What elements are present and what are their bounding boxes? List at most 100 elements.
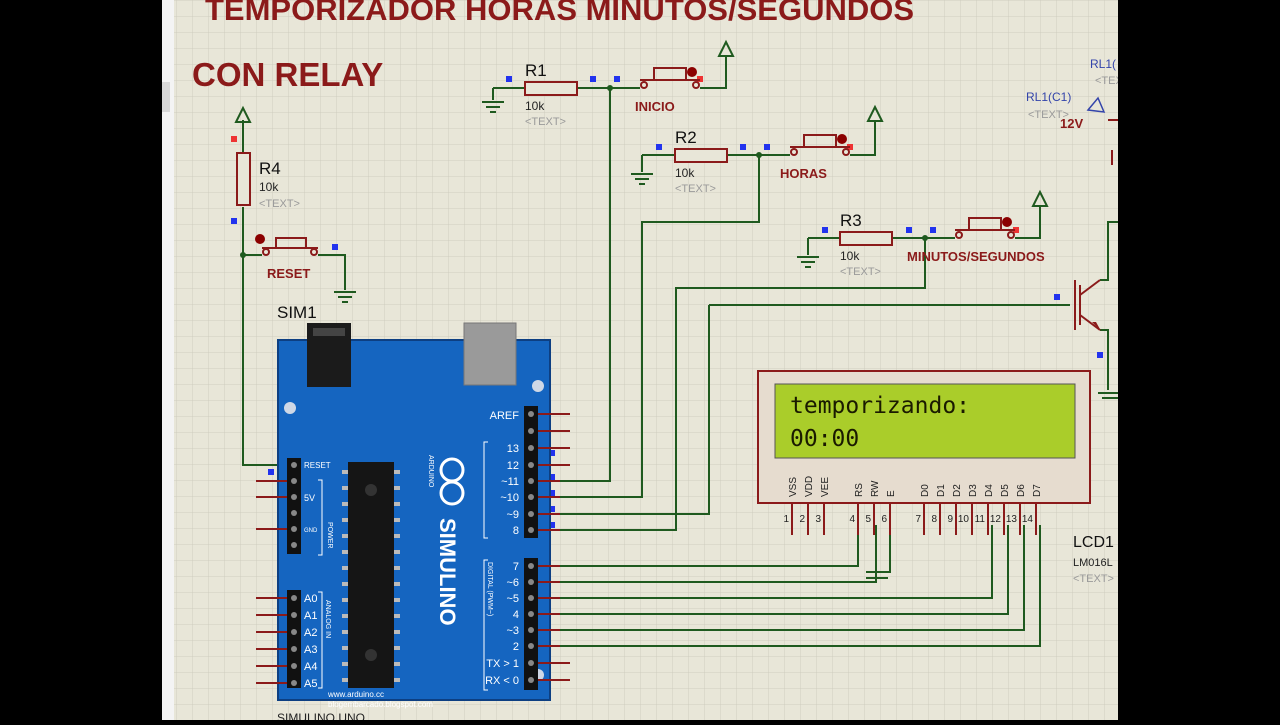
lcd-screen	[774, 383, 1076, 459]
lcd-pin-number: 3	[815, 514, 821, 525]
r3-text: <TEXT>	[840, 266, 881, 278]
lcd-pin-name: D6	[1016, 484, 1027, 497]
lcd-pin-name: D5	[1000, 484, 1011, 497]
lcd-pin-name: VSS	[788, 477, 799, 497]
arduino-board[interactable]: SIM1 SIMULINO ARDUI	[256, 303, 570, 725]
brand-text: SIMULINO	[435, 518, 460, 626]
pin-7: 7	[513, 561, 519, 573]
title-line-2: CON RELAY	[192, 56, 383, 93]
pin-11: ~11	[501, 476, 519, 488]
pin-a1: A1	[304, 610, 317, 622]
digital-header-top	[524, 406, 538, 538]
pin-5v: 5V	[304, 493, 315, 503]
lcd-pin-number: 7	[915, 514, 921, 525]
power-label: POWER	[326, 522, 333, 548]
mounting-hole	[532, 380, 544, 392]
r4-value: 10k	[259, 180, 279, 194]
pin-a2: A2	[304, 627, 317, 639]
digital-label: DIGITAL (PWM~)	[486, 562, 493, 616]
lcd-name: LCD1	[1073, 534, 1114, 551]
r3-name: R3	[840, 211, 862, 230]
pin-13: 13	[507, 443, 519, 455]
lcd-pin-number: 11	[975, 514, 986, 525]
digital-header-bottom	[524, 558, 538, 690]
pin-reset: RESET	[304, 461, 331, 470]
analog-header	[287, 590, 301, 688]
lcd-pin-number: 1	[783, 514, 789, 525]
lcd-pin-number: 12	[990, 514, 1002, 525]
lcd-pin-name: D4	[984, 484, 995, 497]
relay-label: RL1(C1)	[1026, 90, 1071, 104]
relay-voltage: 12V	[1060, 116, 1083, 131]
lcd-pin-number: 2	[799, 514, 805, 525]
lcd-model: LM016L	[1073, 557, 1113, 569]
pin-gnd: GND	[304, 528, 318, 534]
lcd-pin-name: D1	[936, 484, 947, 497]
r1-name: R1	[525, 61, 547, 80]
lcd-pin-name: VDD	[804, 476, 815, 497]
lcd-pin-name: E	[886, 490, 897, 497]
pin-12: 12	[507, 460, 519, 472]
pin-a5: A5	[304, 678, 317, 690]
pin-2: 2	[513, 641, 519, 653]
lcd-pin-name: D7	[1032, 484, 1043, 497]
relay-text: <TEXT>	[1028, 109, 1069, 121]
pin-9: ~9	[506, 509, 519, 521]
pin-rx: RX < 0	[485, 675, 519, 687]
title-line-1: TEMPORIZADOR HORAS MINUTOS/SEGUNDOS	[205, 0, 914, 27]
minutos-label: MINUTOS/SEGUNDOS	[907, 249, 1045, 264]
pin-a4: A4	[304, 661, 317, 673]
r1-value: 10k	[525, 99, 545, 113]
r2-name: R2	[675, 128, 697, 147]
lcd-pin-number: 4	[849, 514, 855, 525]
arduino-small-text: ARDUINO	[427, 455, 434, 488]
resistor-r4[interactable]: R4 10k <TEXT>	[236, 152, 300, 210]
lcd-pin-name: RW	[870, 480, 881, 497]
pin-10: ~10	[500, 492, 519, 504]
lcd-pin-number: 8	[931, 514, 937, 525]
r2-value: 10k	[675, 166, 695, 180]
pin-5: ~5	[506, 593, 519, 605]
usb-connector	[463, 322, 517, 386]
lcd-text: <TEXT>	[1073, 573, 1114, 585]
lcd-pin-number: 5	[865, 514, 871, 525]
lcd-pin-name: VEE	[820, 477, 831, 497]
inicio-label: INICIO	[635, 99, 675, 114]
pin-aref: AREF	[490, 410, 520, 422]
button-horas[interactable]: HORAS	[780, 134, 850, 181]
resistor-r3[interactable]: R3 10k <TEXT>	[839, 211, 893, 278]
button-minutos-segundos[interactable]: MINUTOS/SEGUNDOS	[907, 217, 1045, 264]
lcd-pin-number: 13	[1006, 514, 1018, 525]
wires	[242, 55, 1118, 647]
button-reset[interactable]: RESET	[255, 234, 318, 281]
pin-4: 4	[513, 609, 519, 621]
arduino-name: SIM1	[277, 303, 317, 322]
power-header	[287, 458, 301, 554]
r3-value: 10k	[840, 249, 860, 263]
button-inicio[interactable]: INICIO	[635, 67, 700, 114]
lcd-pin-number: 9	[947, 514, 953, 525]
relay-label-top: RL1(	[1090, 57, 1116, 71]
arduino-footer: SIMULINO UNO	[277, 711, 365, 720]
left-toolbar-strip	[162, 0, 174, 720]
lcd-pin-number: 10	[958, 514, 970, 525]
lcd-pin-number: 14	[1022, 514, 1034, 525]
resistor-r1[interactable]: R1 10k <TEXT>	[524, 61, 578, 128]
r2-text: <TEXT>	[675, 183, 716, 195]
horas-label: HORAS	[780, 166, 827, 181]
website-text: www.arduino.cc	[327, 690, 384, 699]
resistor-r2[interactable]: R2 10k <TEXT>	[674, 128, 728, 195]
lcd-pin-number: 6	[881, 514, 887, 525]
pin-a3: A3	[304, 644, 317, 656]
lcd-pin-name: D3	[968, 484, 979, 497]
transistor[interactable]	[1074, 279, 1101, 331]
reset-label: RESET	[267, 266, 310, 281]
power-symbols	[234, 39, 1118, 399]
blog-text: blogembarcado.blogspot.com	[328, 700, 433, 709]
lcd-pin-name: D0	[920, 484, 931, 497]
